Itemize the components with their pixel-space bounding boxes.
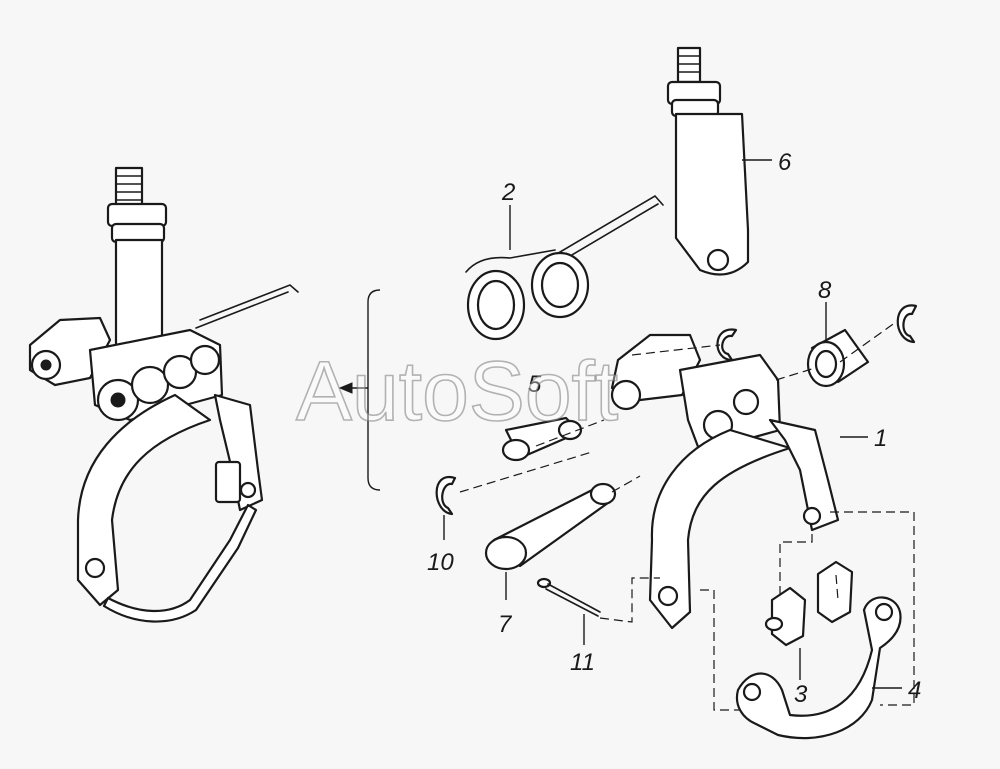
callout-2: 2 — [501, 179, 515, 206]
callout-5: 5 — [528, 371, 542, 398]
callout-11: 11 — [570, 649, 595, 676]
part-4-strap — [735, 596, 902, 740]
callout-10: 10 — [427, 549, 454, 576]
circlip-upper-right — [896, 304, 918, 344]
part-10-circlip — [435, 475, 457, 516]
assembly-guide-lines — [459, 321, 915, 711]
callout-6: 6 — [778, 149, 792, 176]
assembled-fork-assembly — [28, 166, 299, 623]
callout-1: 1 — [874, 425, 887, 452]
part-11-cotter-pin — [536, 577, 601, 617]
part-6-cylinder — [666, 46, 750, 276]
assembly-bracket — [367, 289, 381, 491]
callout-7: 7 — [498, 611, 513, 638]
part-7-pin — [484, 482, 617, 571]
callout-3: 3 — [794, 681, 808, 708]
part-1-fork — [610, 333, 840, 630]
callout-4: 4 — [908, 677, 921, 704]
watermark: AutoSoft — [296, 344, 618, 438]
circlip-upper-left — [716, 328, 738, 362]
callout-8: 8 — [818, 277, 832, 304]
part-8-bushing — [806, 328, 870, 388]
part-3-shoe — [764, 560, 854, 647]
callout-leaders — [443, 159, 902, 689]
part-2-spring — [465, 194, 664, 341]
